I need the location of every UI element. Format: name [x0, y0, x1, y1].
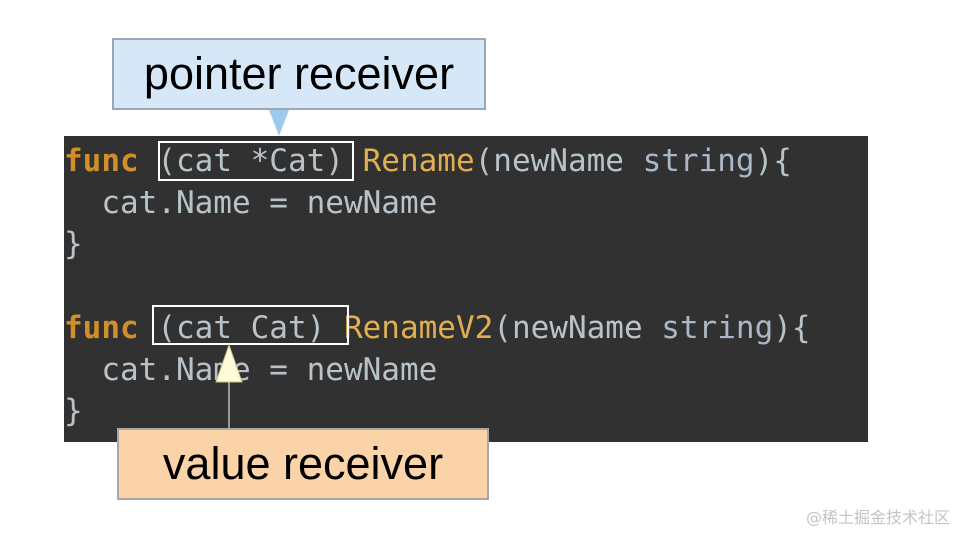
params-open: (newName	[493, 310, 662, 346]
code-line-3: }	[64, 226, 83, 262]
function-name-rename: Rename	[362, 143, 475, 179]
value-receiver-highlight	[152, 305, 349, 345]
param-type: string	[642, 143, 755, 179]
code-panel: func (cat *Cat) Rename(newName string){ …	[64, 136, 868, 442]
code-line-5: func (cat Cat) RenameV2(newName string){	[64, 307, 811, 349]
function-name-renamev2: RenameV2	[343, 310, 494, 346]
value-receiver-label: value receiver	[162, 438, 444, 489]
pointer-receiver-code: (cat *Cat)	[157, 143, 344, 179]
watermark: @稀土掘金技术社区	[805, 508, 950, 527]
pointer-arrow-icon	[269, 110, 289, 136]
keyword-func: func	[64, 143, 139, 179]
params-open: (newName	[474, 143, 643, 179]
code-line-7: }	[64, 393, 83, 429]
params-close: ){	[773, 310, 811, 346]
value-receiver-code: (cat Cat)	[157, 310, 326, 346]
code-line-2: cat.Name = newName	[64, 185, 438, 221]
pointer-receiver-label: pointer receiver	[143, 48, 455, 99]
params-close: ){	[754, 143, 792, 179]
code-line-1: func (cat *Cat) Rename(newName string){	[64, 140, 792, 182]
value-receiver-callout: value receiver	[117, 428, 489, 500]
pointer-receiver-highlight	[158, 141, 354, 181]
param-type: string	[661, 310, 774, 346]
keyword-func: func	[64, 310, 139, 346]
pointer-receiver-callout: pointer receiver	[112, 38, 486, 110]
value-arrow-icon	[215, 343, 243, 383]
